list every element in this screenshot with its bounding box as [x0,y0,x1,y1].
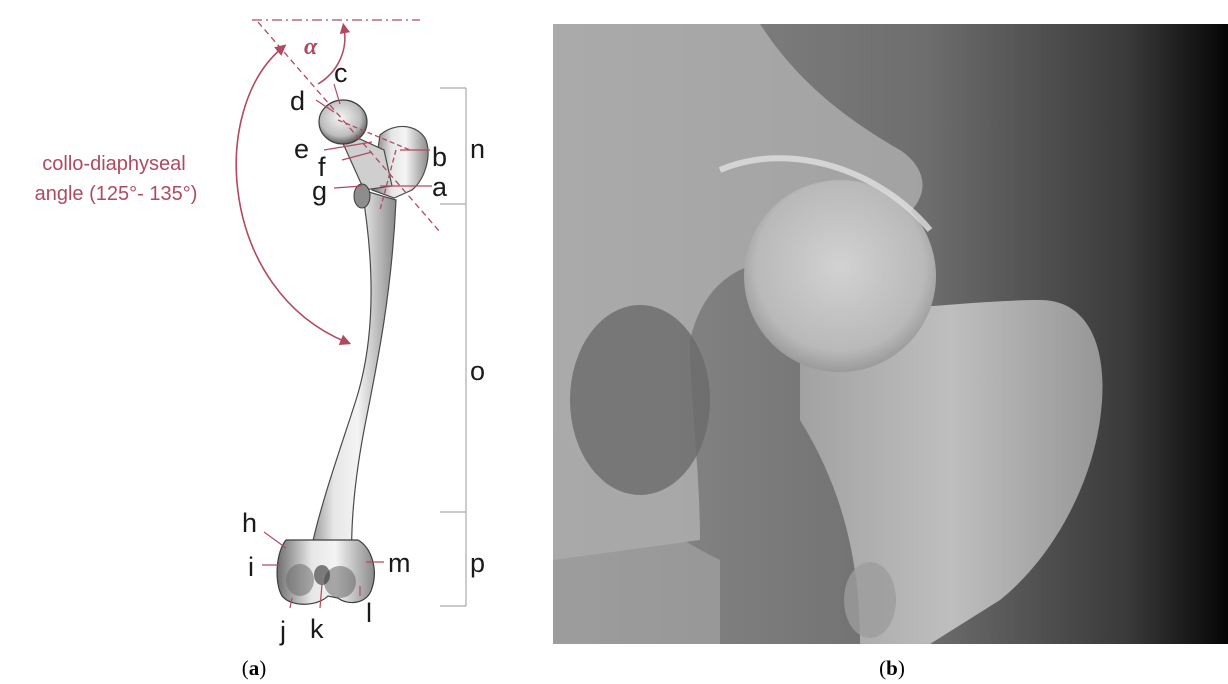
caption-a: (a) [224,656,284,681]
caption-b-letter: b [886,656,898,680]
caption-b: (b) [862,656,922,681]
caption-a-letter: a [249,656,260,680]
hip-xray-image [0,0,1228,650]
